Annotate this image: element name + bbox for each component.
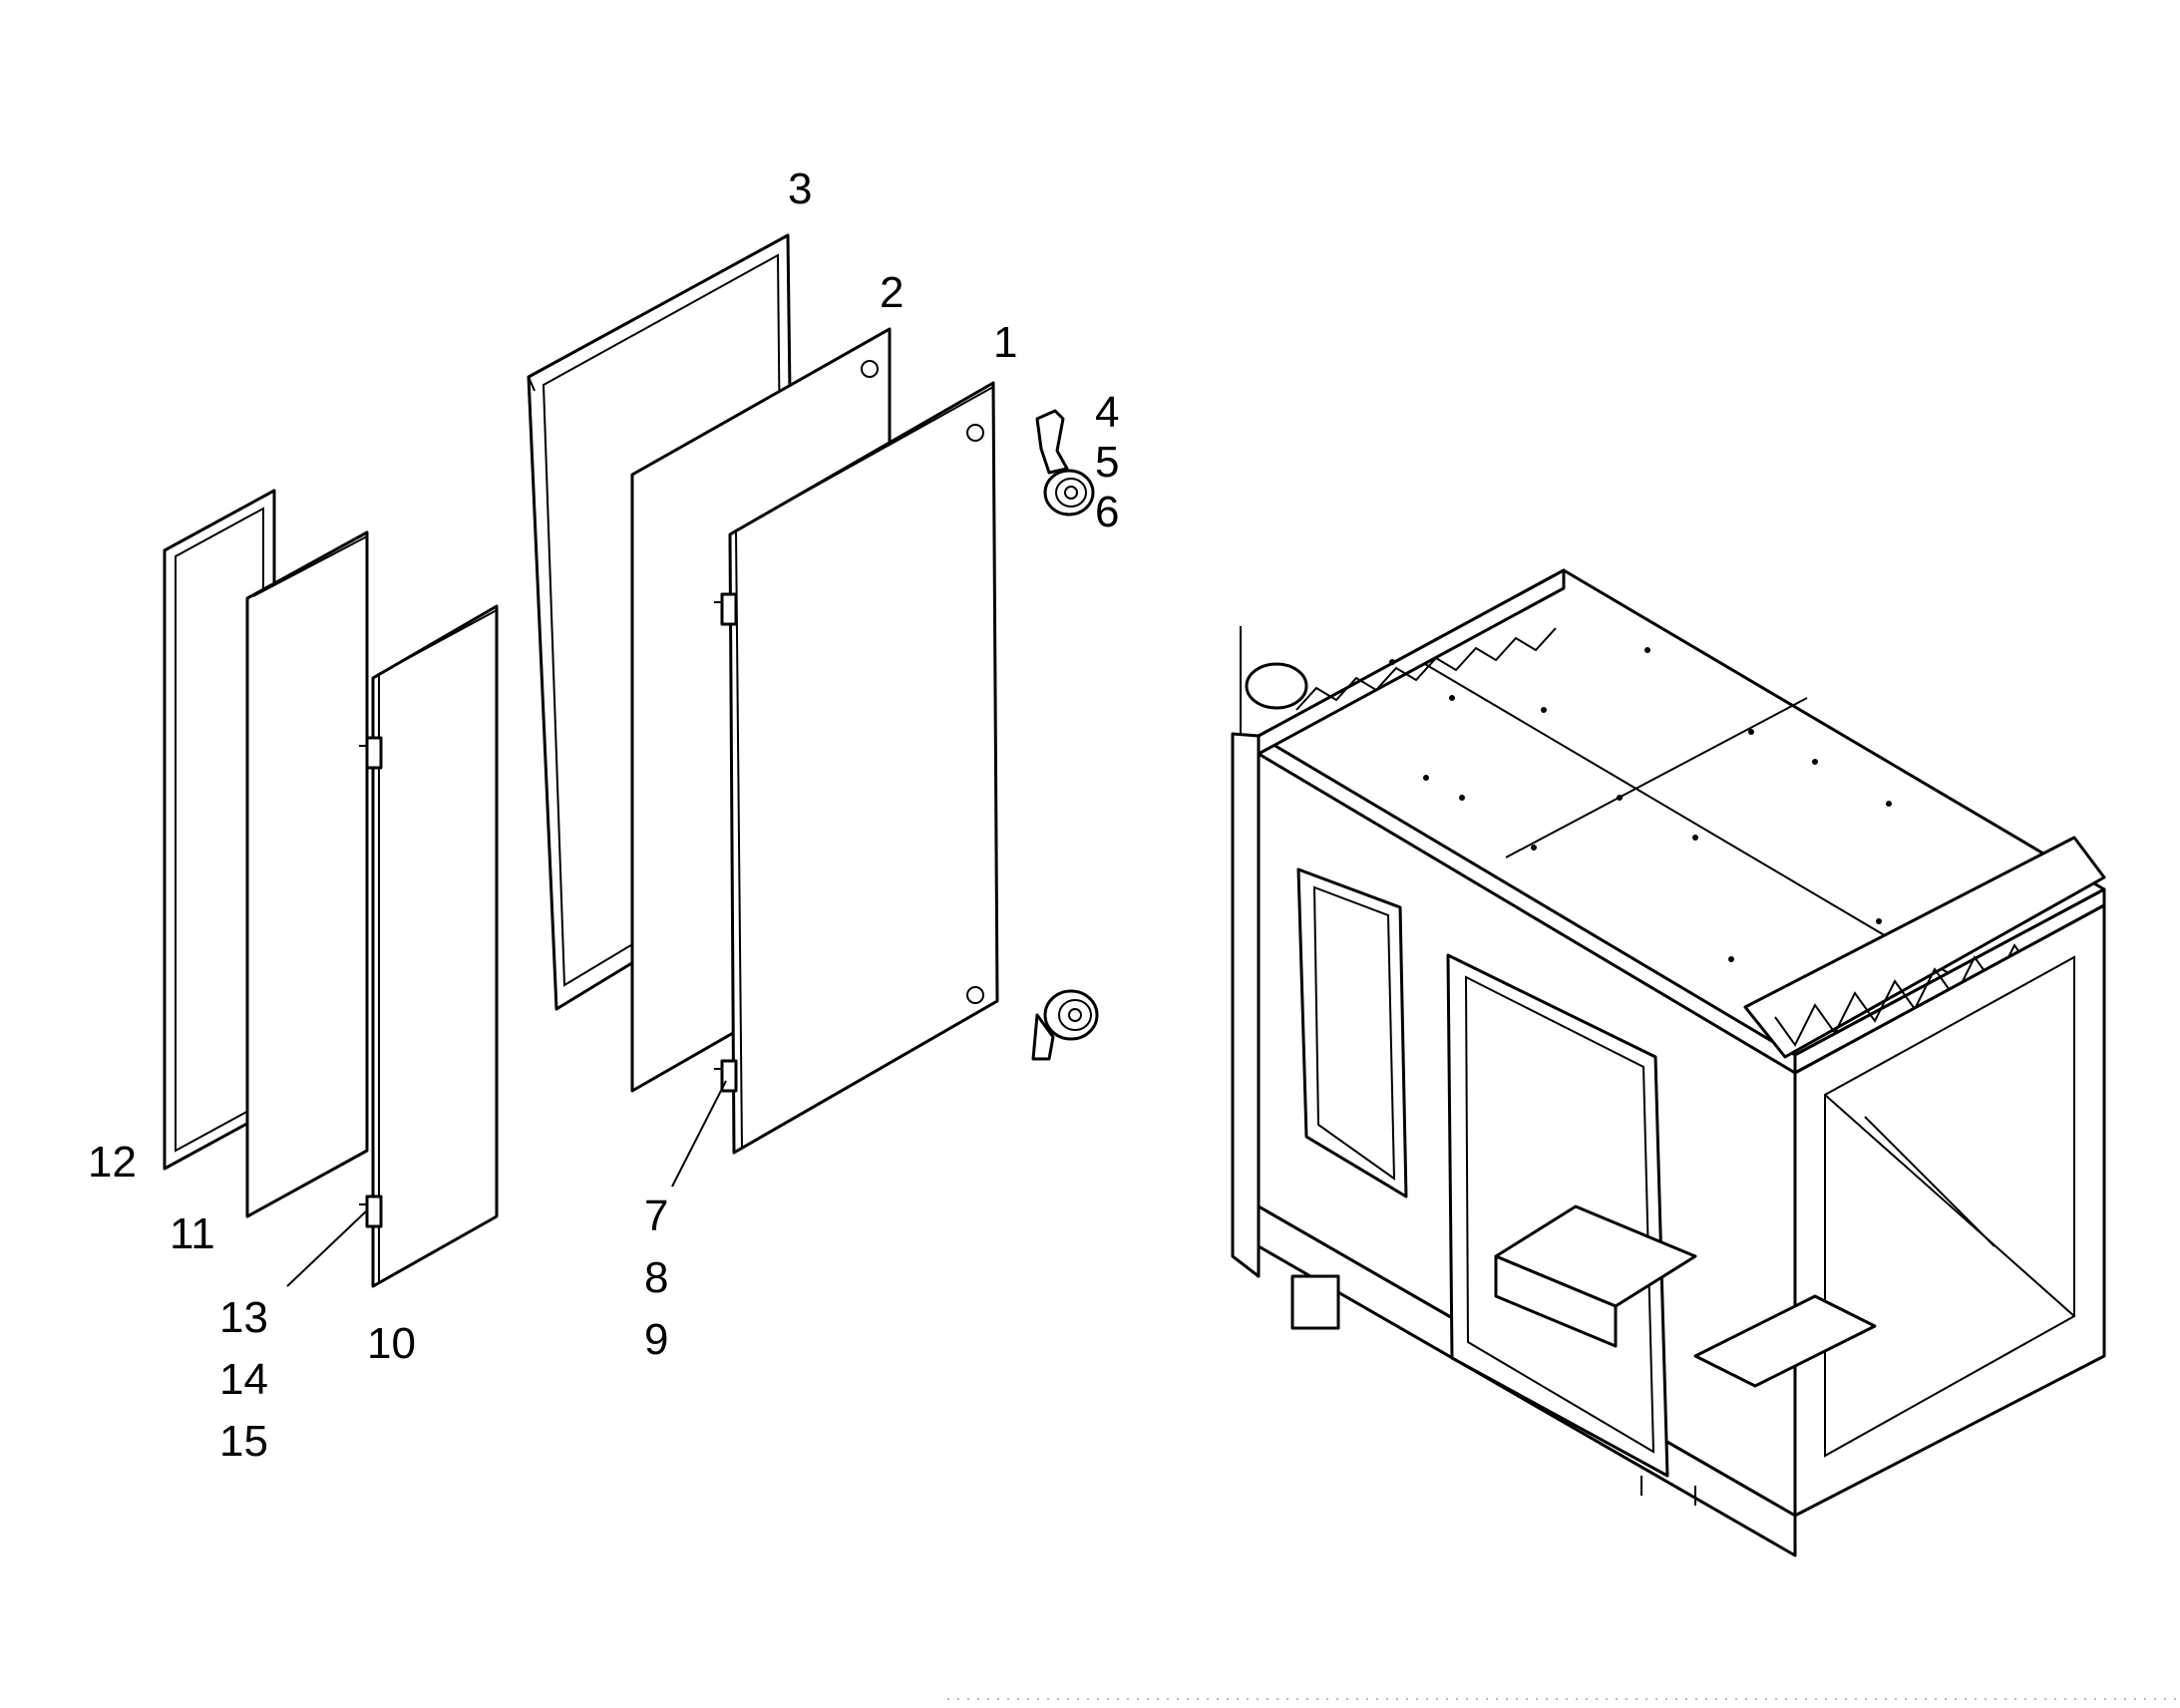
callout-7: 7 [644,1192,668,1240]
callout-10: 10 [367,1319,416,1368]
roof-bolt-marks [1389,647,1892,962]
callout-4: 4 [1095,388,1119,437]
part-1-door-panel [714,381,999,1155]
lock-assembly-icon [1031,989,1099,1061]
lock-assembly-icon [1035,409,1095,516]
callout-15: 15 [219,1417,268,1466]
part-11-glass-panel [245,530,369,1218]
hinge-icon [359,736,383,770]
callout-1: 1 [993,318,1017,367]
hinge-icon [714,592,738,626]
leader-line-13 [286,1209,368,1287]
callout-13: 13 [219,1293,268,1342]
callout-8: 8 [644,1253,668,1302]
callout-9: 9 [644,1315,668,1364]
hinge-icon [714,1059,738,1093]
callout-14: 14 [219,1355,268,1404]
callout-6: 6 [1095,488,1119,536]
callout-12: 12 [88,1138,137,1187]
part-10-door-panel [359,604,499,1288]
leader-line-7 [671,1080,727,1188]
operator-cab-assembly [1231,568,2106,1557]
callout-2: 2 [880,268,904,317]
callout-5: 5 [1095,438,1119,487]
callout-3: 3 [788,165,812,213]
callout-11: 11 [170,1209,215,1258]
hinge-icon [359,1195,383,1228]
